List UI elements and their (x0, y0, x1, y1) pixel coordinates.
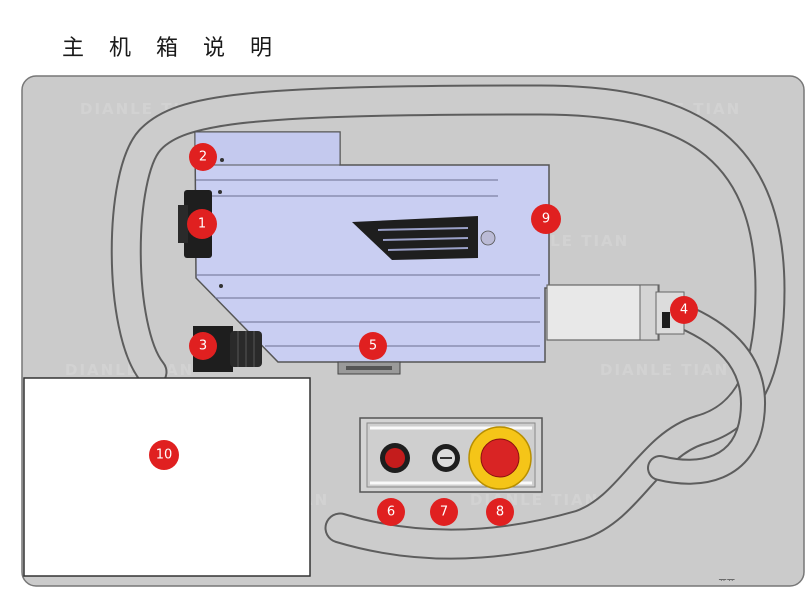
svg-text:6: 6 (387, 505, 395, 520)
svg-text:4: 4 (680, 303, 688, 318)
hose-cable (110, 84, 786, 560)
callout-markers: 1 2 3 4 5 6 7 8 9 10 (149, 143, 698, 526)
corner-note: ᅲᅲ (718, 576, 735, 586)
marker-9: 9 (531, 204, 561, 234)
svg-text:5: 5 (369, 339, 377, 354)
cylinder (546, 284, 685, 341)
svg-text:2: 2 (199, 150, 207, 165)
marker-2: 2 (189, 143, 217, 171)
blank-panel (23, 377, 311, 577)
svg-text:1: 1 (198, 217, 206, 232)
vent-grille (352, 216, 496, 260)
marker-5: 5 (359, 332, 387, 360)
svg-text:3: 3 (199, 339, 207, 354)
marker-4: 4 (670, 296, 698, 324)
power-button (385, 448, 405, 468)
svg-text:9: 9 (542, 212, 550, 227)
marker-7: 7 (430, 498, 458, 526)
watermark: DIANLE TIAN (600, 361, 729, 379)
svg-text:7: 7 (440, 505, 448, 520)
marker-8: 8 (486, 498, 514, 526)
bottom-rail (337, 361, 401, 375)
page-title: 主 机 箱 说 明 (62, 36, 281, 61)
svg-text:8: 8 (496, 505, 504, 520)
emergency-stop-button (480, 438, 520, 478)
control-panel (359, 417, 543, 493)
marker-3: 3 (189, 332, 217, 360)
marker-10: 10 (149, 440, 179, 470)
svg-text:10: 10 (156, 448, 173, 463)
marker-1: 1 (187, 209, 217, 239)
marker-6: 6 (377, 498, 405, 526)
main-box (194, 131, 550, 363)
